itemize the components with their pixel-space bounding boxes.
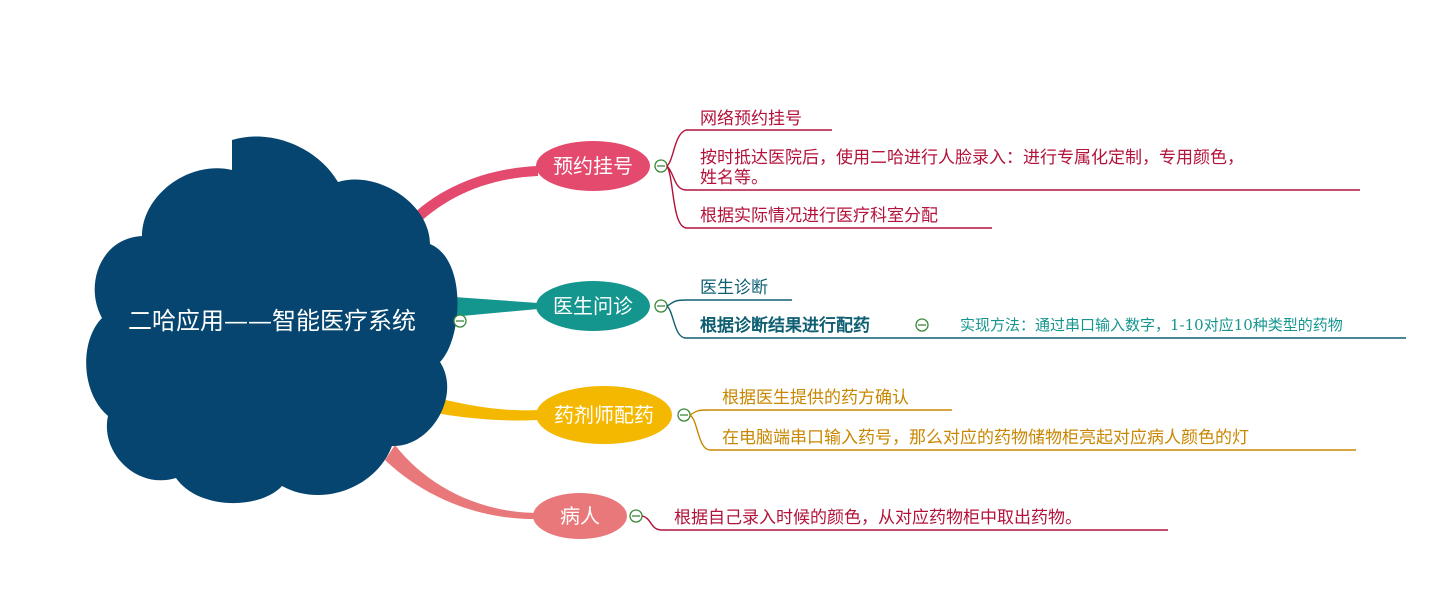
- branch-node-patient[interactable]: 病人: [533, 493, 627, 539]
- leaf-implementation-method: 实现方法：通过串口输入数字，1-10对应10种类型的药物: [960, 316, 1343, 334]
- connector-branch-1: [405, 166, 538, 232]
- branch-2-collapse-toggle[interactable]: [654, 299, 668, 313]
- root-collapse-toggle[interactable]: [453, 314, 467, 328]
- branch-label-pharmacist: 药剂师配药: [554, 403, 654, 427]
- branch-3-leaf-lines: [689, 409, 1356, 451]
- branch-node-consultation[interactable]: 医生问诊: [536, 281, 650, 331]
- branch-2-leaf-lines: [666, 299, 1406, 339]
- branch-node-appointment[interactable]: 预约挂号: [536, 141, 650, 191]
- leaf-confirm-prescription: 根据医生提供的药方确认: [722, 388, 909, 408]
- branch-label-appointment: 预约挂号: [553, 154, 633, 178]
- leaf-online-appointment: 网络预约挂号: [700, 109, 802, 129]
- leaf-doctor-diagnosis: 医生诊断: [700, 278, 768, 298]
- connector-branch-3: [418, 395, 538, 421]
- branch-4-collapse-toggle[interactable]: [629, 509, 643, 523]
- root-cloud-shape: [86, 136, 458, 504]
- leaf-prescribe-by-diagnosis: 根据诊断结果进行配药: [700, 315, 870, 336]
- leaf-serial-input-cabinet-light: 在电脑端串口输入药号，那么对应的药物储物柜亮起对应病人颜色的灯: [722, 428, 1249, 448]
- leaf-face-enrollment-line-1: 按时抵达医院后，使用二哈进行人脸录入：进行专属化定制，专用颜色，: [700, 147, 1244, 168]
- root-node[interactable]: 二哈应用——智能医疗系统: [86, 136, 458, 504]
- branch-1-leaf-lines: [666, 129, 1360, 229]
- branch-label-patient: 病人: [560, 504, 600, 528]
- branch-label-consultation: 医生问诊: [553, 294, 633, 318]
- root-title: 二哈应用——智能医疗系统: [128, 307, 416, 335]
- branch-4-leaf-lines: [641, 515, 1168, 531]
- branch-1-collapse-toggle[interactable]: [654, 159, 668, 173]
- leaf-patient-collect-medicine: 根据自己录入时候的颜色，从对应药物柜中取出药物。: [674, 508, 1082, 528]
- connector-branch-4: [385, 445, 538, 520]
- branch-3-collapse-toggle[interactable]: [677, 408, 691, 422]
- connector-branch-2: [440, 296, 538, 318]
- leaf-face-enrollment-line-2: 姓名等。: [700, 168, 768, 188]
- branch-node-pharmacist[interactable]: 药剂师配药: [536, 386, 672, 444]
- leaf-department-assignment: 根据实际情况进行医疗科室分配: [700, 206, 938, 226]
- leaf-prescribe-collapse-toggle[interactable]: [915, 318, 929, 332]
